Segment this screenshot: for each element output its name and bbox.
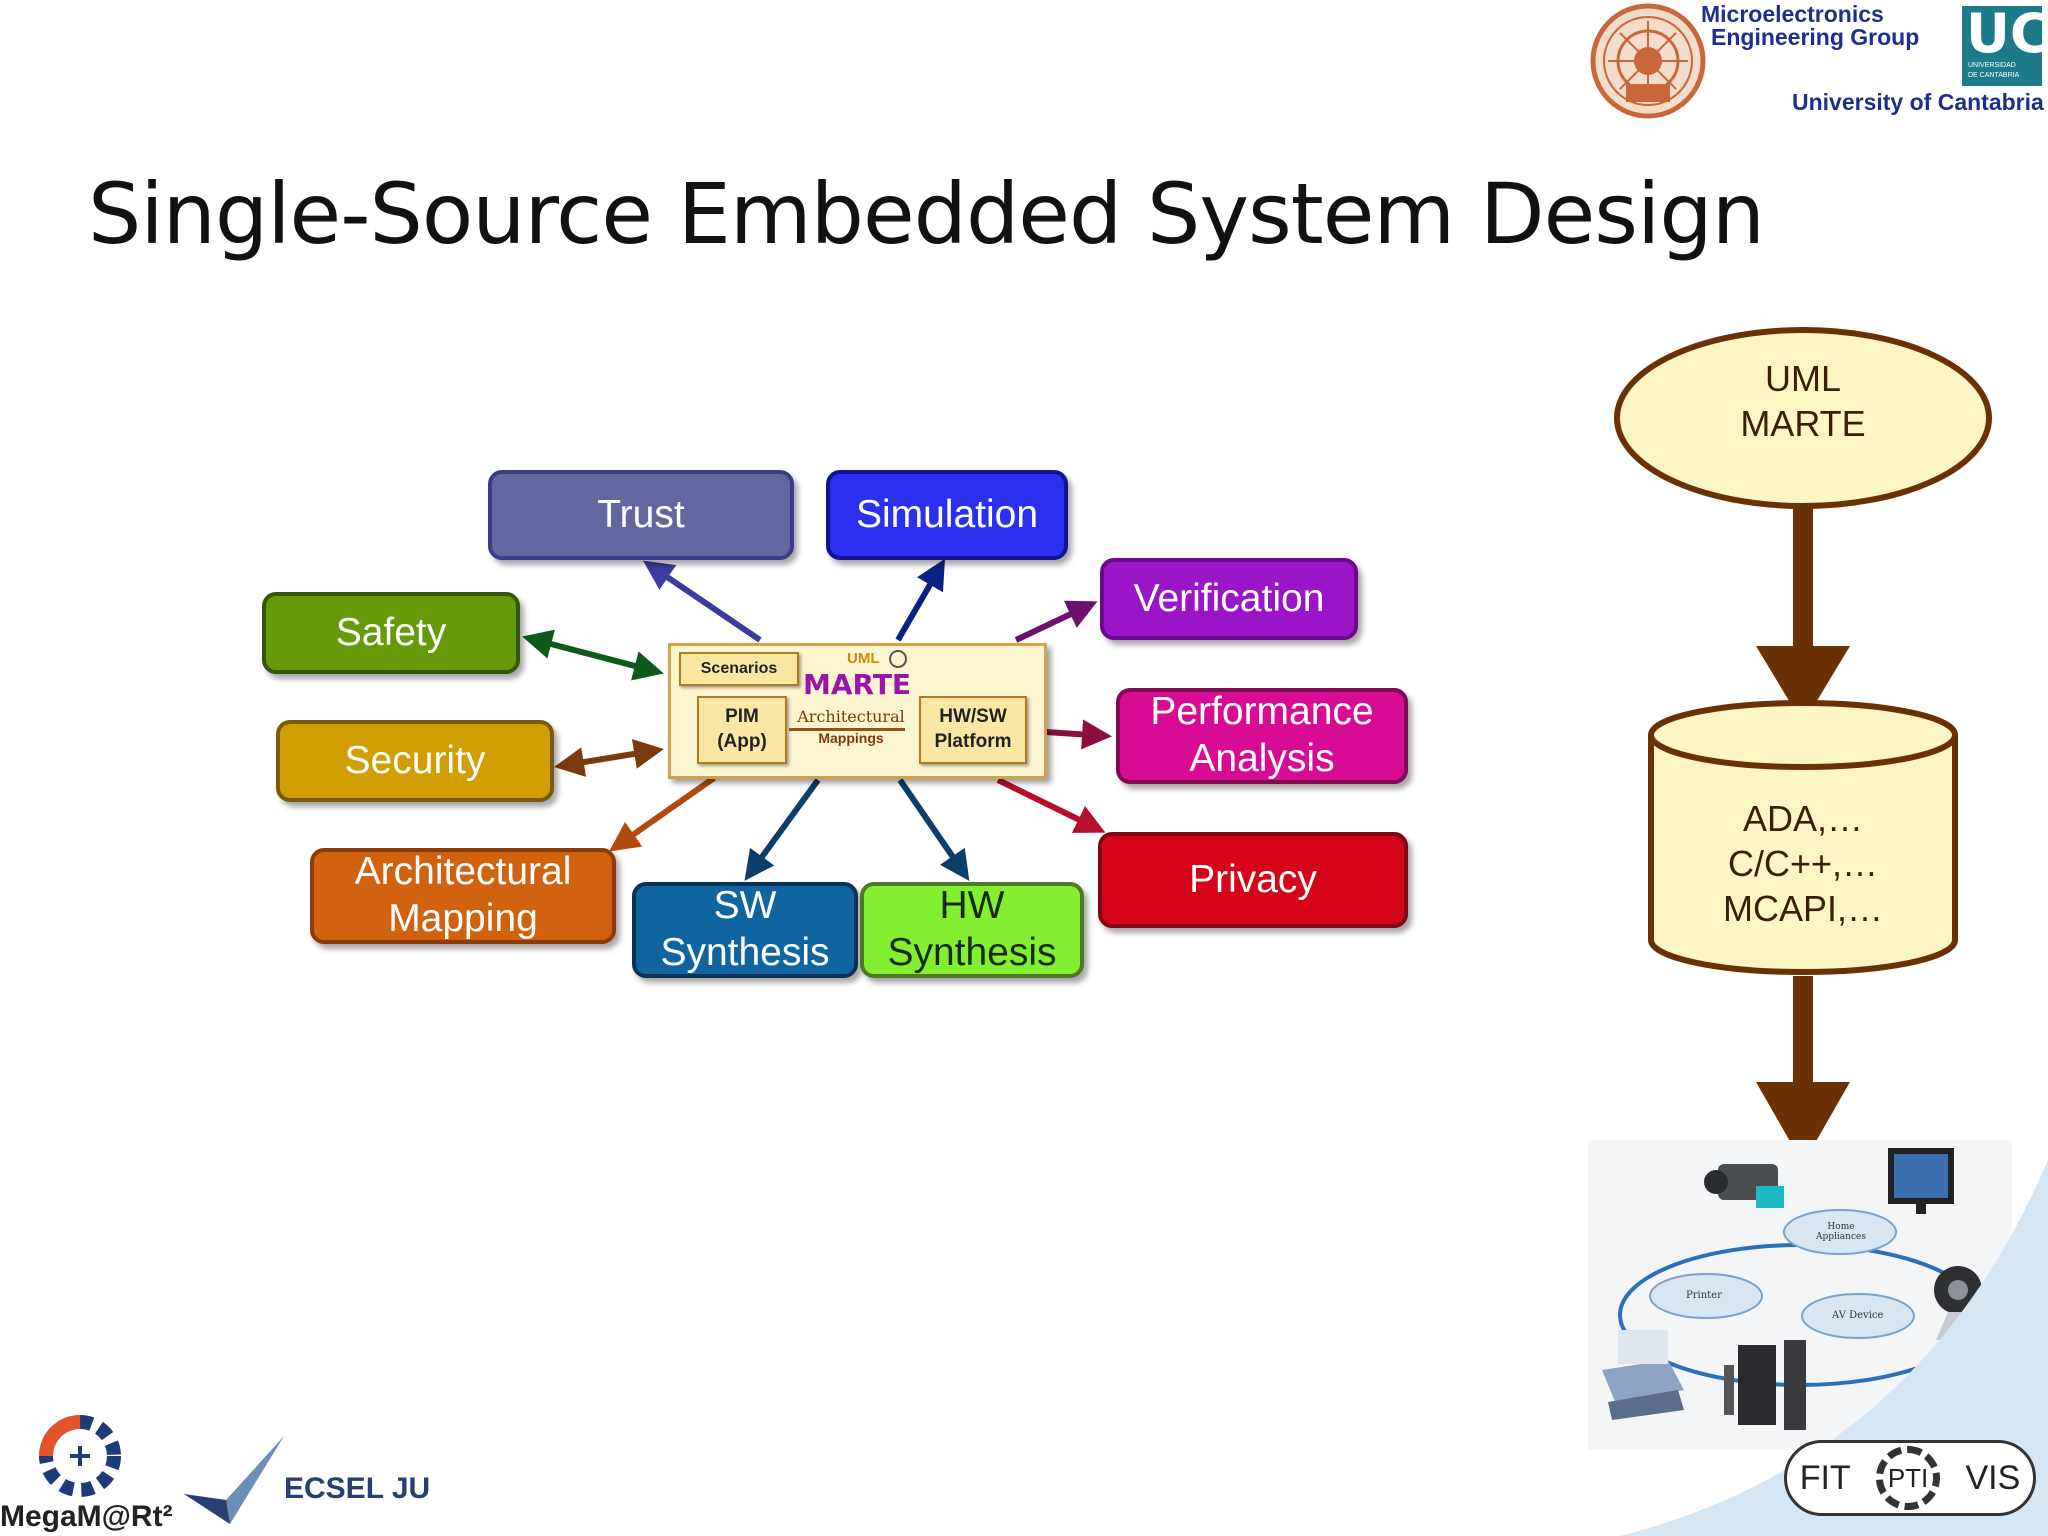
node-sw-synthesis: SW Synthesis xyxy=(632,882,858,978)
fitoptivis-pti: PTI xyxy=(1887,1462,1929,1493)
node-safety-label: Safety xyxy=(335,610,447,654)
uml-marte-label: UML MARTE xyxy=(1703,356,1903,446)
code-languages-label: ADA,… C/C++,… MCAPI,… xyxy=(1673,796,1933,931)
clock-icon xyxy=(889,650,907,668)
arrow-safety xyxy=(522,629,664,681)
arch-mappings-line1: Architectural xyxy=(797,707,905,726)
node-simulation-label: Simulation xyxy=(855,492,1039,536)
node-simulation: Simulation xyxy=(826,470,1068,560)
code-line2: C/C++,… xyxy=(1727,843,1879,884)
arch-mappings-line2: Mappings xyxy=(818,730,884,747)
arrow-hw-synthesis xyxy=(897,778,970,881)
node-architectural-mapping: Architectural Mapping xyxy=(310,848,616,944)
arrow-simulation xyxy=(895,558,946,642)
arch-mappings-label: Architectural Mappings xyxy=(789,707,913,747)
node-hw-line2: Synthesis xyxy=(887,931,1057,974)
uml-marte-line2: MARTE xyxy=(1740,403,1866,444)
device-home-label: Home Appliances xyxy=(1816,1222,1866,1242)
node-arch-mapping-line2: Mapping xyxy=(388,897,538,940)
arrow-privacy xyxy=(996,777,1106,833)
pim-line2: (App) xyxy=(717,731,767,752)
flow-arrow-2-shaft xyxy=(1793,976,1813,1090)
arrow-arch-mapping xyxy=(609,775,716,852)
node-trust-label: Trust xyxy=(597,492,685,536)
printer-icon xyxy=(1602,1330,1684,1420)
flow-arrow-2-head xyxy=(1756,1082,1850,1164)
code-line3: MCAPI,… xyxy=(1722,888,1883,929)
device-av-label: AV Device xyxy=(1832,1310,1884,1321)
arch-mappings-arrow xyxy=(789,728,905,731)
slide-title: Single-Source Embedded System Design xyxy=(88,165,1765,263)
megamart-label: MegaM@Rt² xyxy=(0,1500,173,1533)
fitoptivis-fit: FIT xyxy=(1799,1458,1851,1497)
ecsel-check-icon xyxy=(184,1436,284,1524)
node-performance-analysis: Performance Analysis xyxy=(1116,688,1408,784)
code-line1: ADA,… xyxy=(1742,798,1864,839)
node-performance-line1: Performance xyxy=(1150,690,1374,734)
uc-logo-sub1: UNIVERSIDAD xyxy=(1968,62,2016,69)
node-sw-line2: Synthesis xyxy=(660,931,830,974)
fitoptivis-vis: VIS xyxy=(1965,1458,2021,1497)
code-database-body xyxy=(1648,735,1958,975)
pim-line1: PIM xyxy=(725,706,759,728)
uc-logo: UC UNIVERSIDAD DE CANTABRIA xyxy=(1962,2,2048,86)
tv-icon xyxy=(1888,1148,1954,1214)
group-name-line1: Microelectronics xyxy=(1701,1,1884,27)
scenarios-box: Scenarios xyxy=(679,652,799,686)
uml-marte-line1: UML xyxy=(1764,358,1841,399)
uc-logo-sub2: DE CANTABRIA xyxy=(1968,72,2020,79)
flow-arrow-1-head xyxy=(1756,646,1850,724)
fitoptivis-gear-icon: PTI xyxy=(1876,1446,1941,1510)
node-sw-line1: SW xyxy=(713,884,777,928)
pim-box: PIM (App) xyxy=(697,696,787,764)
node-trust: Trust xyxy=(488,470,794,560)
flow-arrow-1-shaft xyxy=(1793,508,1813,654)
device-network-illustration xyxy=(1602,1148,1982,1430)
arrow-trust xyxy=(643,560,762,643)
hwsw-platform-box: HW/SW Platform xyxy=(919,696,1027,764)
hwsw-line2: Platform xyxy=(934,731,1012,752)
mee-group-logo xyxy=(1588,2,1708,120)
ecsel-label: ECSEL JU xyxy=(284,1472,431,1505)
node-privacy: Privacy xyxy=(1098,832,1408,928)
uc-logo-letters: UC xyxy=(1966,2,2048,65)
marte-model-box: Scenarios UML MARTE PIM (App) Architectu… xyxy=(668,643,1047,779)
pc-icon xyxy=(1724,1340,1806,1430)
hwsw-line1: HW/SW xyxy=(939,706,1007,728)
device-printer-label: Printer xyxy=(1686,1290,1722,1301)
code-database-top xyxy=(1648,700,1958,770)
node-hw-line1: HW xyxy=(939,884,1005,928)
uml-label: UML xyxy=(847,650,880,667)
node-safety: Safety xyxy=(262,592,520,674)
node-security: Security xyxy=(276,720,554,802)
node-arch-mapping-line1: Architectural xyxy=(354,850,572,894)
marte-label: MARTE xyxy=(803,668,912,701)
group-name-line2: Engineering Group xyxy=(1711,24,1920,50)
arrow-verification xyxy=(1014,600,1098,643)
node-hw-synthesis: HW Synthesis xyxy=(860,882,1084,978)
arrow-sw-synthesis xyxy=(744,778,821,881)
megamart-gear-icon xyxy=(39,1415,121,1497)
node-performance-line2: Analysis xyxy=(1189,737,1335,780)
mee-seal-icon xyxy=(1590,3,1706,119)
node-verification-label: Verification xyxy=(1133,576,1325,620)
university-name: University of Cantabria xyxy=(1792,89,2044,115)
camcorder-icon xyxy=(1704,1164,1784,1208)
fitoptivis-logo: FIT PTI VIS xyxy=(1784,1440,2036,1516)
uml-marte-ellipse xyxy=(1614,327,1992,509)
node-verification: Verification xyxy=(1100,558,1358,640)
arrow-security xyxy=(554,739,664,777)
node-privacy-label: Privacy xyxy=(1189,857,1317,901)
arrow-performance xyxy=(1045,719,1112,750)
node-security-label: Security xyxy=(344,738,486,782)
